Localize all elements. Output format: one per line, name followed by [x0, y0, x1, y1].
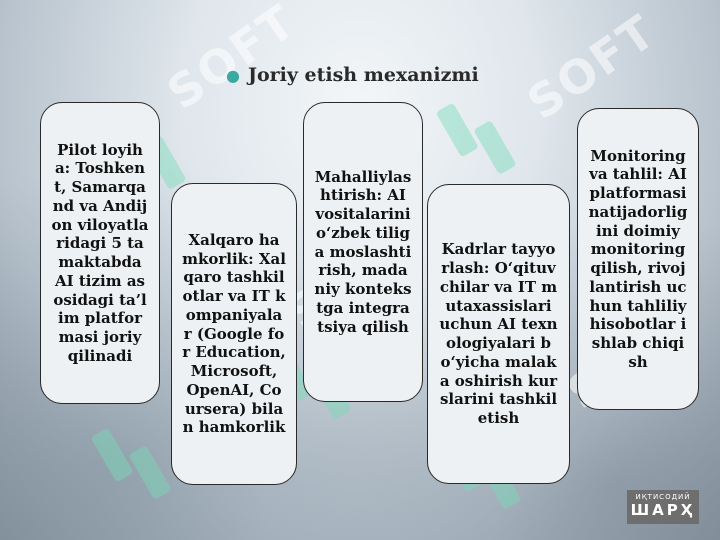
bullet-icon: ● [226, 66, 240, 85]
card-international-cooperation: Xalqaro hamkorlik: Xalqaro tashkilotlar … [171, 183, 297, 485]
card-text: Monitoring va tahlil: AI platformasi nat… [588, 146, 688, 371]
slide-title: ● Joriy etish mexanizmi [226, 64, 479, 86]
slide-title-text: Joriy etish mexanizmi [247, 64, 479, 86]
card-text: Pilot loyiha: Toshkent, Samarqand va And… [51, 140, 149, 365]
logo-main-text: ШАРҲ [630, 501, 696, 519]
card-staff-training: Kadrlar tayyorlash: O‘qituvchilar va IT … [427, 184, 570, 484]
card-text: Xalqaro hamkorlik: Xalqaro tashkilotlar … [182, 230, 286, 437]
publisher-logo: ИҚТИСОДИЙ ШАРҲ [627, 490, 699, 524]
card-text: Kadrlar tayyorlash: O‘qituvchilar va IT … [439, 240, 558, 427]
card-pilot-project: Pilot loyiha: Toshkent, Samarqand va And… [40, 102, 160, 404]
logo-top-text: ИҚТИСОДИЙ [635, 493, 691, 501]
card-localization: Mahalliylashtirish: AI vositalarini o‘zb… [303, 102, 423, 402]
card-text: Mahalliylashtirish: AI vositalarini o‘zb… [314, 167, 412, 336]
card-monitoring: Monitoring va tahlil: AI platformasi nat… [577, 108, 699, 410]
